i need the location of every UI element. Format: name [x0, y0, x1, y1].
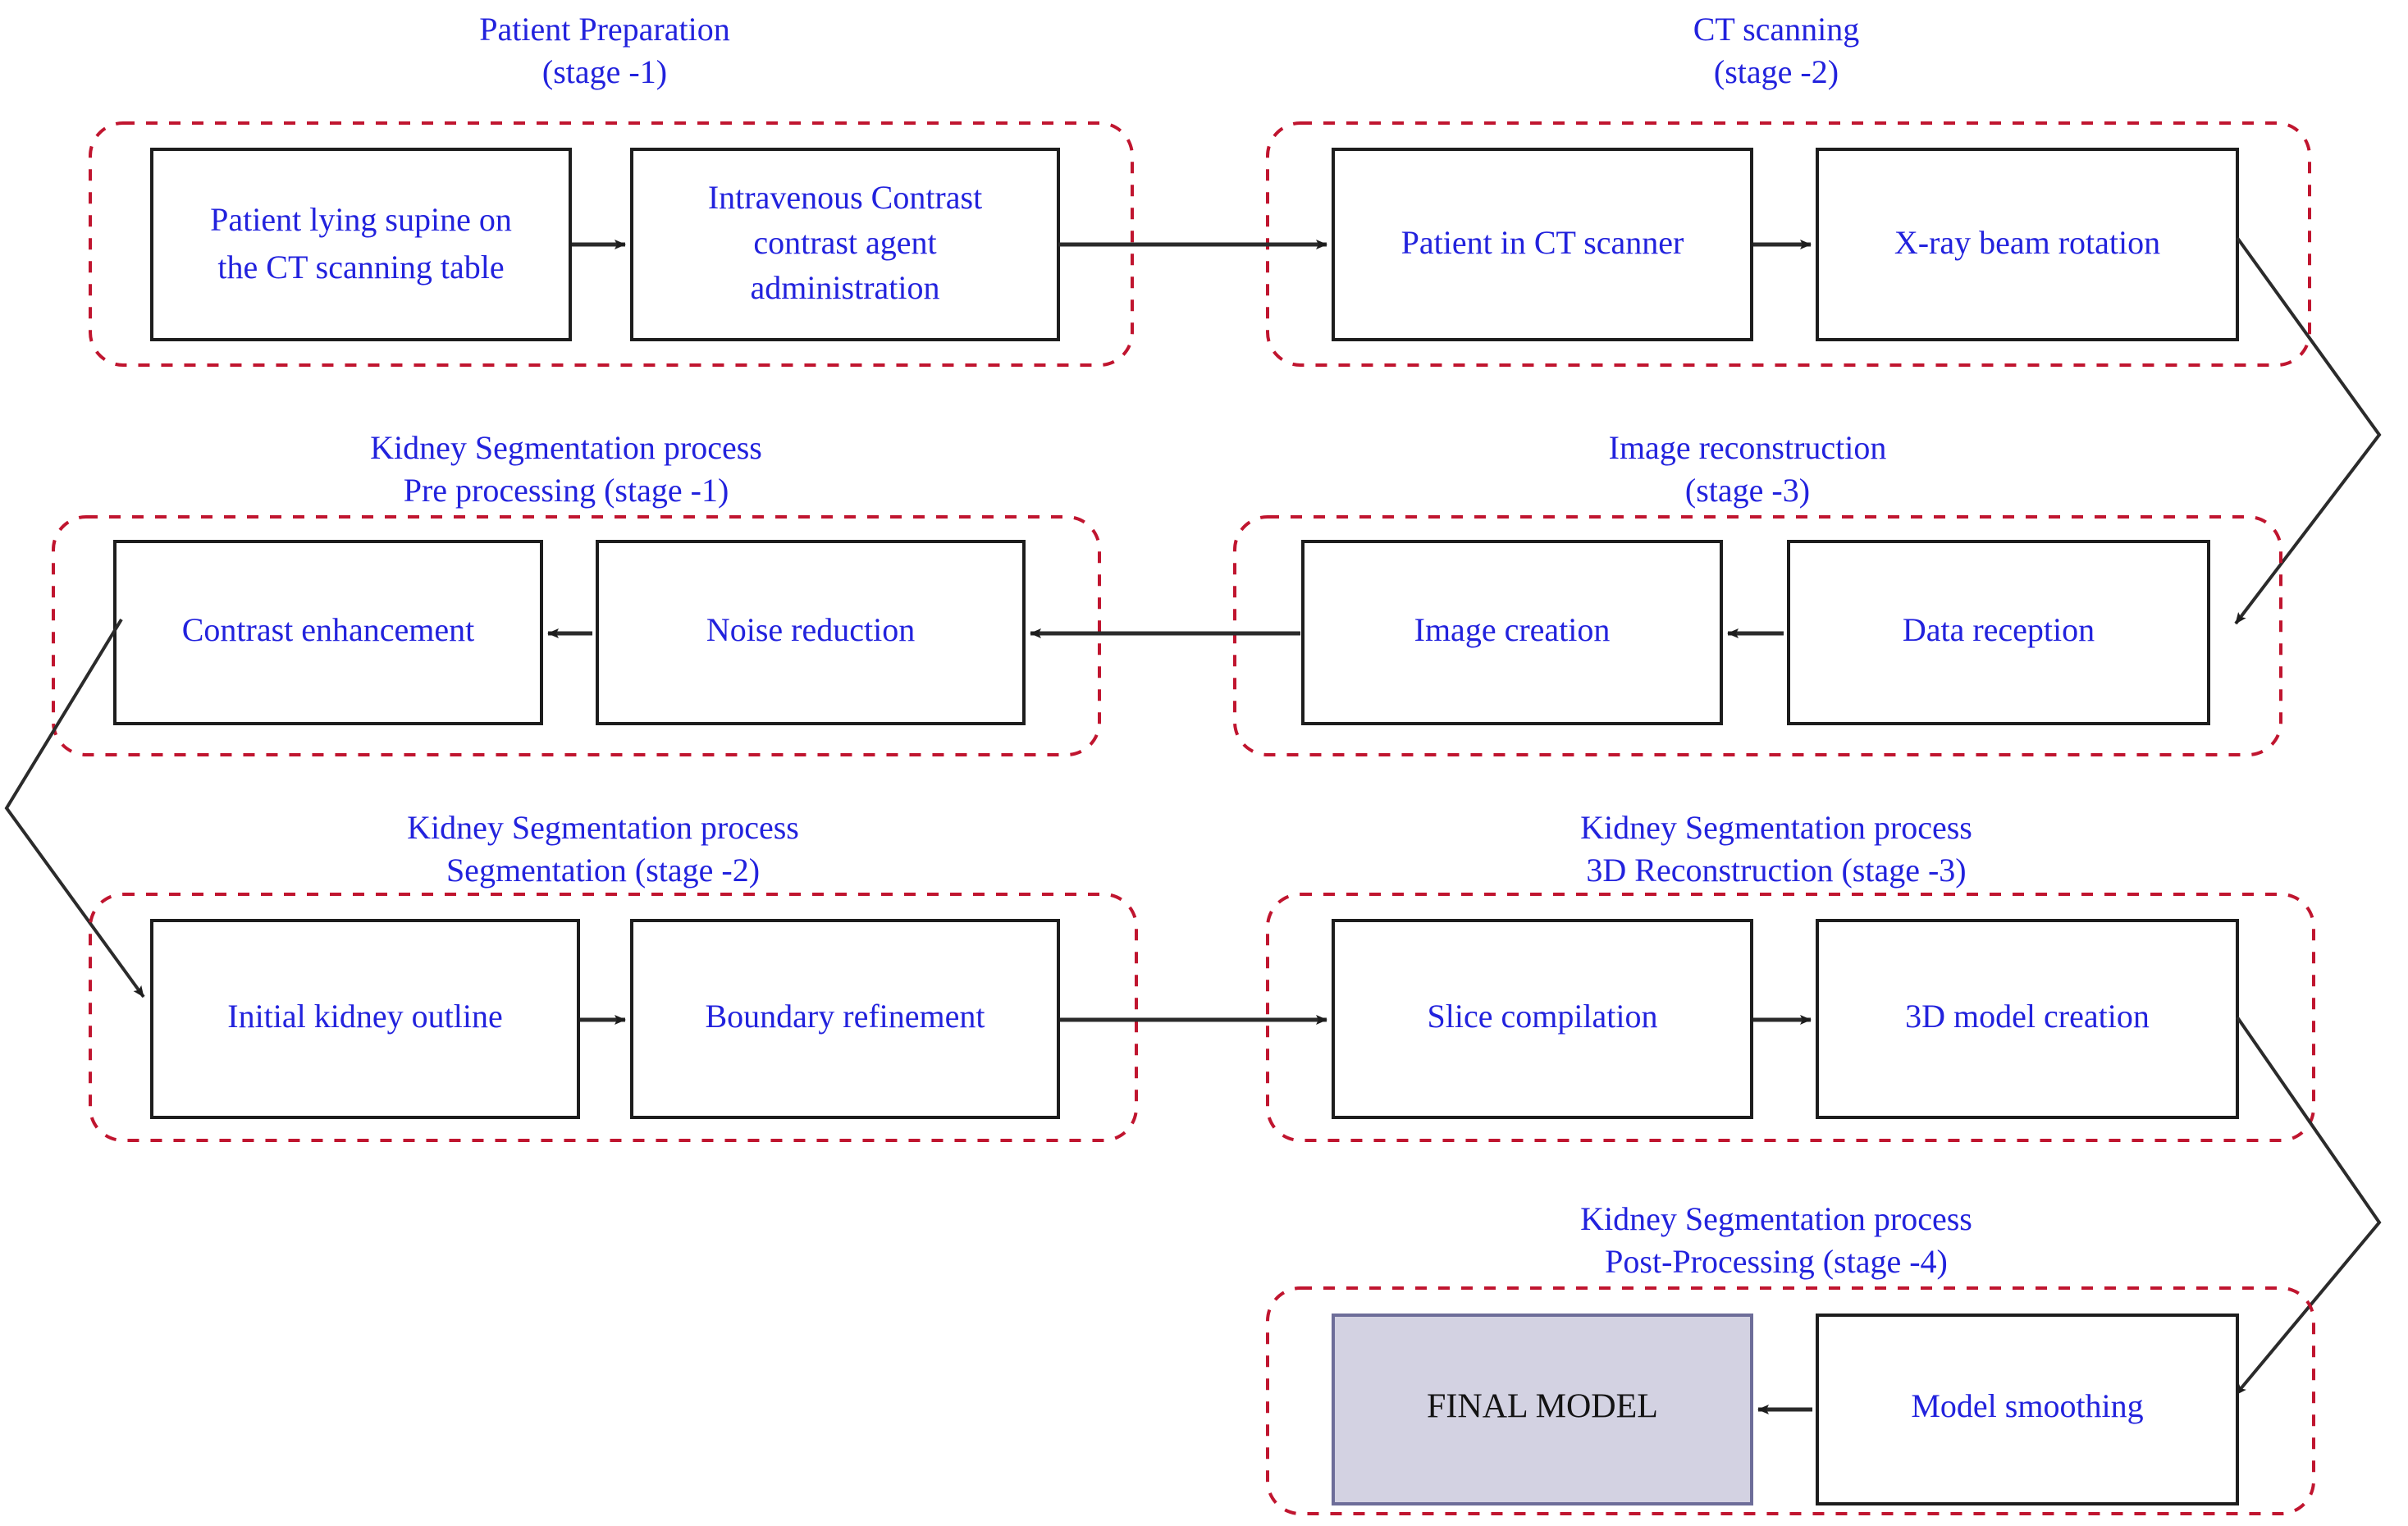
- group-kidney-preprocessing: Kidney Segmentation process Pre processi…: [52, 429, 1101, 756]
- group-title-segmentation-line1: Kidney Segmentation process: [407, 809, 799, 846]
- node-label-intravenous-contrast-line1: Intravenous Contrast: [708, 179, 982, 216]
- node-label-model-smoothing: Model smoothing: [1911, 1387, 2143, 1424]
- group-boundary-preprocessing: [52, 515, 1101, 756]
- node-xray-beam-rotation[interactable]: [1816, 148, 2239, 341]
- node-final-model[interactable]: [1332, 1314, 1753, 1505]
- node-label-patient-lying-supine-line2: the CT scanning table: [217, 249, 504, 286]
- connector-contrast-enhancement-to-initial-outline: [4, 618, 145, 998]
- node-label-intravenous-contrast-line2: contrast agent: [753, 224, 936, 261]
- node-label-final-model: FINAL MODEL: [1427, 1388, 1658, 1426]
- node-label-intravenous-contrast-line3: administration: [750, 269, 939, 306]
- group-patient-preparation: Patient Preparation (stage -1) Patient l…: [89, 11, 1134, 367]
- node-data-reception[interactable]: [1787, 540, 2210, 725]
- node-slice-compilation[interactable]: [1332, 919, 1753, 1119]
- node-image-creation[interactable]: [1301, 540, 1723, 725]
- group-ct-scanning: CT scanning (stage -2) Patient in CT sca…: [1266, 11, 2311, 367]
- node-noise-reduction[interactable]: [596, 540, 1026, 725]
- node-label-image-creation: Image creation: [1414, 611, 1611, 648]
- group-title-post-processing-line2: Post-Processing (stage -4): [1605, 1243, 1948, 1280]
- node-label-initial-kidney-outline: Initial kidney outline: [227, 998, 503, 1035]
- node-contrast-enhancement[interactable]: [113, 540, 543, 725]
- node-label-3d-model-creation: 3D model creation: [1905, 998, 2150, 1035]
- group-title-3d-reconstruction-line1: Kidney Segmentation process: [1580, 809, 1972, 846]
- node-model-smoothing[interactable]: [1816, 1314, 2239, 1505]
- group-kidney-segmentation: Kidney Segmentation process Segmentation…: [89, 809, 1138, 1142]
- group-boundary-patient-preparation: [89, 121, 1134, 367]
- node-label-patient-lying-supine-line1: Patient lying supine on: [210, 201, 512, 238]
- group-boundary-post-processing: [1266, 1286, 2315, 1515]
- group-title-patient-preparation-line2: (stage -1): [542, 53, 667, 90]
- group-title-post-processing-line1: Kidney Segmentation process: [1580, 1200, 1972, 1237]
- group-title-ct-scanning-line2: (stage -2): [1714, 53, 1839, 90]
- group-title-3d-reconstruction-line2: 3D Reconstruction (stage -3): [1586, 852, 1966, 889]
- group-title-ct-scanning-line1: CT scanning: [1693, 11, 1860, 48]
- node-label-noise-reduction: Noise reduction: [706, 611, 915, 648]
- group-kidney-3d-reconstruction: Kidney Segmentation process 3D Reconstru…: [1266, 809, 2315, 1142]
- node-label-patient-in-ct-scanner: Patient in CT scanner: [1401, 224, 1684, 261]
- node-label-xray-beam-rotation: X-ray beam rotation: [1894, 224, 2160, 261]
- node-initial-kidney-outline[interactable]: [150, 919, 580, 1119]
- node-label-slice-compilation: Slice compilation: [1427, 998, 1657, 1035]
- connector-xray-to-data-reception: [2234, 236, 2382, 625]
- node-boundary-refinement[interactable]: [630, 919, 1060, 1119]
- node-label-contrast-enhancement: Contrast enhancement: [182, 611, 475, 648]
- group-title-image-reconstruction-line2: (stage -3): [1685, 472, 1810, 509]
- group-kidney-post-processing: Kidney Segmentation process Post-Process…: [1266, 1200, 2315, 1515]
- group-boundary-image-reconstruction: [1233, 515, 2282, 756]
- node-patient-in-ct-scanner[interactable]: [1332, 148, 1753, 341]
- node-patient-lying-supine[interactable]: [150, 148, 572, 341]
- group-image-reconstruction: Image reconstruction (stage -3) Image cr…: [1233, 429, 2282, 756]
- node-label-boundary-refinement: Boundary refinement: [706, 998, 985, 1035]
- group-title-preprocessing-line1: Kidney Segmentation process: [370, 429, 762, 466]
- node-label-data-reception: Data reception: [1903, 611, 2095, 648]
- group-title-preprocessing-line2: Pre processing (stage -1): [404, 472, 729, 509]
- node-intravenous-contrast[interactable]: [630, 148, 1060, 341]
- group-boundary-3d-reconstruction: [1266, 893, 2315, 1142]
- connector-3d-model-to-model-smoothing: [2234, 1016, 2382, 1396]
- group-title-segmentation-line2: Segmentation (stage -2): [446, 852, 760, 889]
- group-boundary-segmentation: [89, 893, 1138, 1142]
- group-title-patient-preparation-line1: Patient Preparation: [479, 11, 729, 48]
- group-title-image-reconstruction-line1: Image reconstruction: [1609, 429, 1887, 466]
- node-3d-model-creation[interactable]: [1816, 919, 2239, 1119]
